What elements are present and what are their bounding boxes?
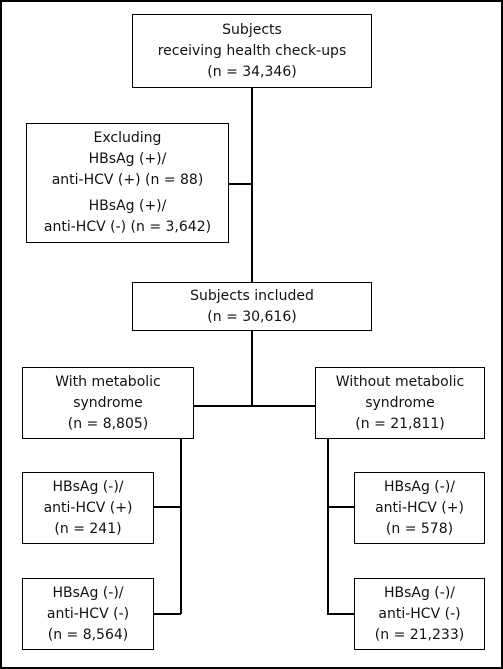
connector-included-down xyxy=(251,330,253,406)
box-without-ms-hcv-negative: HBsAg (-)/ anti-HCV (-) (n = 21,233) xyxy=(354,578,485,650)
connector-right-top-child xyxy=(327,506,355,508)
with-neg-line3: (n = 8,564) xyxy=(47,626,129,643)
box-without-ms-hcv-positive: HBsAg (-)/ anti-HCV (+) (n = 578) xyxy=(354,472,485,544)
included-line1: Subjects included xyxy=(190,287,314,304)
with-ms-line2: syndrome xyxy=(73,394,143,411)
box-with-ms-hcv-positive: HBsAg (-)/ anti-HCV (+) (n = 241) xyxy=(22,472,154,544)
included-line2: (n = 30,616) xyxy=(207,308,297,325)
connector-to-excluding xyxy=(228,183,252,185)
without-pos-line2: anti-HCV (+) xyxy=(375,499,464,516)
without-neg-line2: anti-HCV (-) xyxy=(378,605,461,622)
connector-left-bottom-child xyxy=(153,613,181,615)
connector-right-bottom-child xyxy=(327,613,355,615)
without-pos-line3: (n = 578) xyxy=(385,520,454,537)
box-excluding: Excluding HBsAg (+)/ anti-HCV (+) (n = 8… xyxy=(26,123,229,243)
with-ms-line1: With metabolic xyxy=(55,373,161,390)
excluding-g2-line2: anti-HCV (-) (n = 3,642) xyxy=(43,219,212,235)
without-neg-line3: (n = 21,233) xyxy=(374,626,465,643)
top-line1: Subjects xyxy=(222,21,282,38)
without-pos-line1: HBsAg (-)/ xyxy=(383,478,456,495)
connector-split-horizontal xyxy=(193,405,316,407)
without-neg-line1: HBsAg (-)/ xyxy=(383,584,456,601)
without-ms-line2: syndrome xyxy=(365,394,435,411)
top-line3: (n = 34,346) xyxy=(207,63,297,80)
excluding-g1-line2: anti-HCV (+) (n = 88) xyxy=(51,172,204,188)
with-pos-line3: (n = 241) xyxy=(54,520,122,537)
box-without-metabolic-syndrome: Without metabolic syndrome (n = 21,811) xyxy=(315,367,485,439)
without-ms-line3: (n = 21,811) xyxy=(355,415,445,432)
with-pos-line2: anti-HCV (+) xyxy=(43,499,133,516)
without-ms-line1: Without metabolic xyxy=(335,373,465,390)
box-with-ms-hcv-negative: HBsAg (-)/ anti-HCV (-) (n = 8,564) xyxy=(22,578,154,650)
box-subjects-included: Subjects included (n = 30,616) xyxy=(132,282,372,331)
with-pos-line1: HBsAg (-)/ xyxy=(52,478,124,495)
excluding-g2-line1: HBsAg (+)/ xyxy=(88,198,167,214)
connector-left-branch xyxy=(180,438,182,614)
top-line2: receiving health check-ups xyxy=(157,42,347,59)
box-with-metabolic-syndrome: With metabolic syndrome (n = 8,805) xyxy=(22,367,194,439)
excluding-title: Excluding xyxy=(93,130,162,146)
connector-left-top-child xyxy=(153,506,181,508)
connector-main-trunk xyxy=(251,88,253,282)
connector-right-branch xyxy=(327,438,329,614)
with-ms-line3: (n = 8,805) xyxy=(67,415,149,432)
box-subjects-receiving-checkups: Subjects receiving health check-ups (n =… xyxy=(132,14,372,88)
excluding-g1-line1: HBsAg (+)/ xyxy=(88,151,167,167)
with-neg-line1: HBsAg (-)/ xyxy=(52,584,124,601)
with-neg-line2: anti-HCV (-) xyxy=(46,605,130,622)
